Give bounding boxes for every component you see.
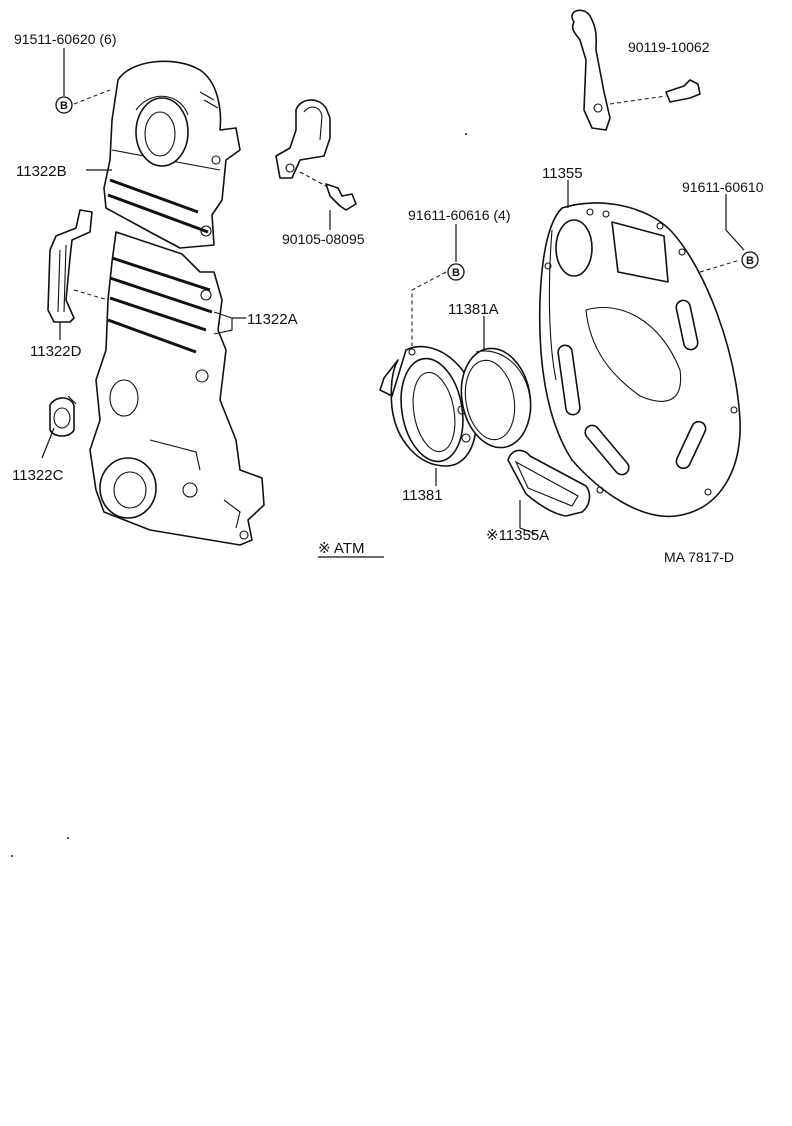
bolt-90119-10062 xyxy=(665,79,701,103)
label-11355: 11355 xyxy=(542,165,583,182)
label-atm: ※ ATM xyxy=(318,540,364,557)
label-11322d: 11322D xyxy=(30,343,82,360)
callout-letter: B xyxy=(452,267,460,279)
lower-timing-cover-11322a xyxy=(89,231,265,546)
label-91511-60620: 91511-60620 (6) xyxy=(14,31,116,47)
cover-plate-11355a xyxy=(507,449,591,517)
label-11381: 11381 xyxy=(402,487,443,504)
dust-shield-11355 xyxy=(538,202,741,518)
callout-b-mid: B xyxy=(447,263,465,281)
callout-letter: B xyxy=(746,255,754,267)
label-11355a: ※11355A xyxy=(486,527,549,544)
callout-b-right: B xyxy=(741,251,759,269)
upper-timing-cover-11322b xyxy=(103,60,241,249)
label-91611-60610: 91611-60610 xyxy=(682,179,764,195)
callout-b-left: B xyxy=(55,96,73,114)
hook-bracket xyxy=(571,9,611,131)
label-90105-08095: 90105-08095 xyxy=(282,231,365,247)
label-90119-10062: 90119-10062 xyxy=(628,39,710,55)
label-11322b: 11322B xyxy=(16,163,67,180)
bolt-90105-08095 xyxy=(299,171,357,211)
oil-seal-retainer-11381 xyxy=(379,345,478,467)
bracket-90105 xyxy=(275,99,331,179)
label-11381a: 11381A xyxy=(448,301,499,318)
leader-lines xyxy=(41,48,745,535)
oil-seal-11381a xyxy=(460,347,532,449)
reference-code: MA 7817-D xyxy=(664,549,734,565)
callout-letter: B xyxy=(60,100,68,112)
label-91611-60616: 91611-60616 (4) xyxy=(408,207,510,223)
speck xyxy=(465,133,467,135)
label-11322a: 11322A xyxy=(247,311,298,328)
gasket-11322d xyxy=(47,209,93,323)
speck xyxy=(11,855,13,857)
label-11322c: 11322C xyxy=(12,467,64,484)
grommet-11322c xyxy=(49,395,77,437)
speck xyxy=(67,837,69,839)
